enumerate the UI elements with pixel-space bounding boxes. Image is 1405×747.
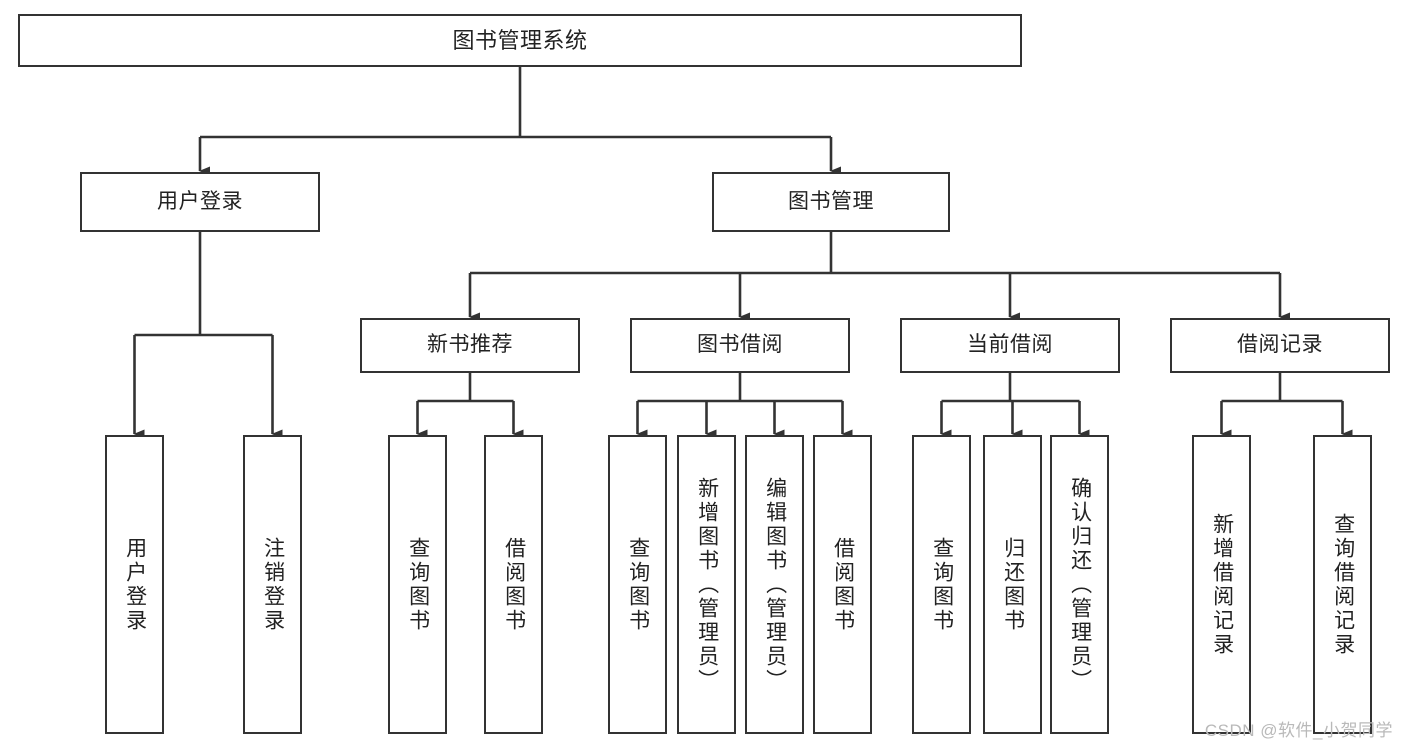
node-leaf-logout[interactable]: 注销登录 [243,435,302,734]
node-label-leaf-user-login: 用户登录 [123,536,147,633]
node-label-leaf-borrow-book-2: 借阅图书 [831,536,855,633]
node-leaf-edit-book[interactable]: 编辑图书（管理员） [745,435,804,734]
node-label-leaf-confirm-return: 确认归还（管理员） [1068,476,1092,693]
node-label-leaf-query-book-1: 查询图书 [406,536,430,633]
node-book-manage[interactable]: 图书管理 [712,172,950,232]
node-leaf-borrow-book-2[interactable]: 借阅图书 [813,435,872,734]
node-label-current-borrow: 当前借阅 [967,333,1053,357]
node-label-leaf-return-book: 归还图书 [1001,536,1025,633]
node-leaf-borrow-book-1[interactable]: 借阅图书 [484,435,543,734]
node-label-user-login: 用户登录 [157,189,243,213]
node-label-leaf-query-record: 查询借阅记录 [1331,512,1355,657]
node-leaf-query-book-3[interactable]: 查询图书 [912,435,971,734]
node-book-borrow[interactable]: 图书借阅 [630,318,850,373]
node-root[interactable]: 图书管理系统 [18,14,1022,67]
node-label-borrow-record: 借阅记录 [1237,333,1323,357]
node-borrow-record[interactable]: 借阅记录 [1170,318,1390,373]
node-leaf-confirm-return[interactable]: 确认归还（管理员） [1050,435,1109,734]
node-leaf-query-book-2[interactable]: 查询图书 [608,435,667,734]
node-leaf-query-record[interactable]: 查询借阅记录 [1313,435,1372,734]
node-label-leaf-query-book-2: 查询图书 [626,536,650,633]
node-label-leaf-borrow-book-1: 借阅图书 [502,536,526,633]
node-label-leaf-edit-book: 编辑图书（管理员） [763,476,787,693]
node-label-leaf-logout: 注销登录 [261,536,285,633]
node-leaf-query-book-1[interactable]: 查询图书 [388,435,447,734]
node-leaf-return-book[interactable]: 归还图书 [983,435,1042,734]
node-leaf-user-login[interactable]: 用户登录 [105,435,164,734]
node-label-leaf-add-book: 新增图书（管理员） [695,476,719,693]
node-leaf-add-book[interactable]: 新增图书（管理员） [677,435,736,734]
node-label-leaf-query-book-3: 查询图书 [930,536,954,633]
node-label-book-borrow: 图书借阅 [697,333,783,357]
node-label-root: 图书管理系统 [452,27,588,53]
node-label-leaf-add-record: 新增借阅记录 [1210,512,1234,657]
node-new-book-recommend[interactable]: 新书推荐 [360,318,580,373]
node-user-login[interactable]: 用户登录 [80,172,320,232]
node-label-book-manage: 图书管理 [788,189,874,213]
node-label-new-book-recommend: 新书推荐 [427,333,513,357]
node-current-borrow[interactable]: 当前借阅 [900,318,1120,373]
node-leaf-add-record[interactable]: 新增借阅记录 [1192,435,1251,734]
